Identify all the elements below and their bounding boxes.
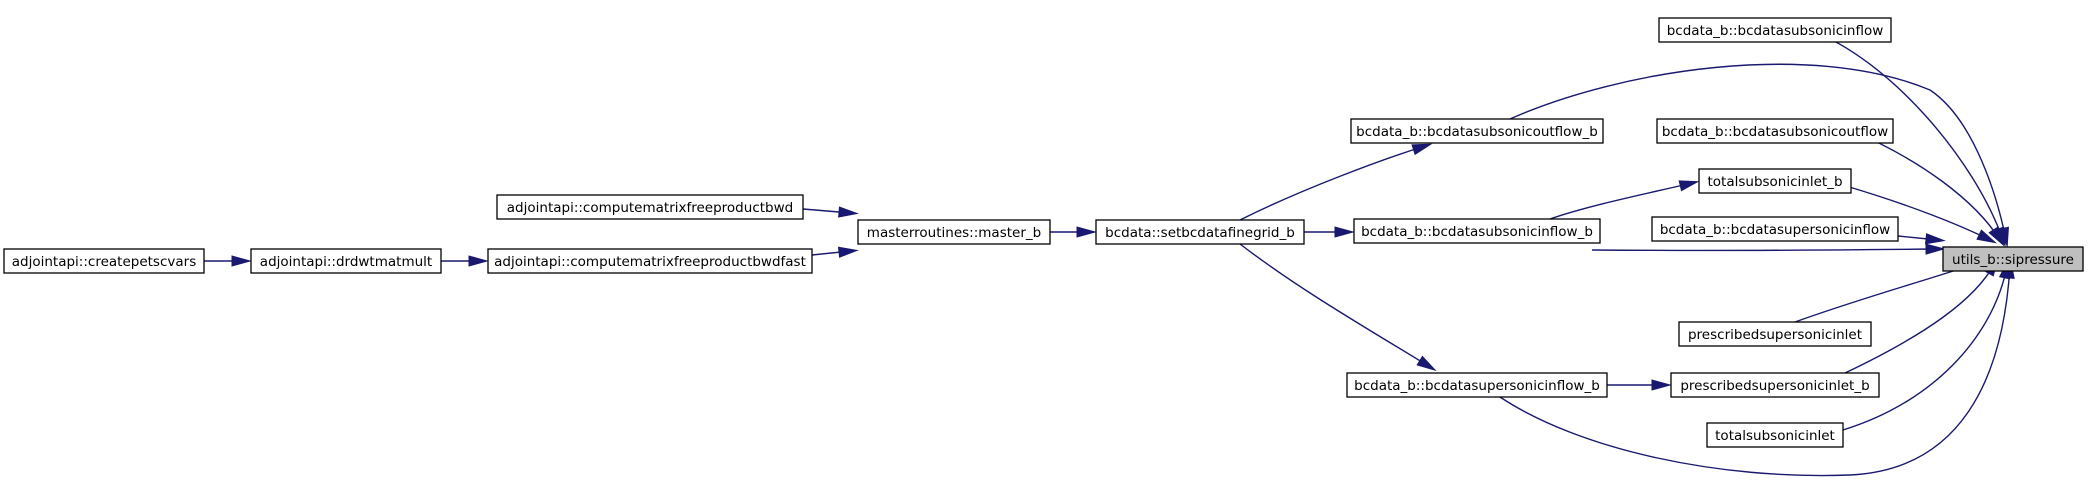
edge-setbc-to-bcd_supin_b-arrowhead <box>1416 355 1437 372</box>
edge-bcd_supin_b-to-utils_b <box>1499 265 2011 477</box>
edge-presc_b-to-utils_b <box>1844 262 1996 374</box>
node-box <box>1670 372 1880 398</box>
node-label: masterroutines::master_b <box>867 225 1041 241</box>
node-label: adjointapi::computematrixfreeproductbwdf… <box>494 254 806 270</box>
node-totsubin-b[interactable]: totalsubsonicinlet_b <box>1698 168 1852 194</box>
edge-totsubin-to-utils_b <box>1842 265 2008 431</box>
edge-setbc-to-bcd_subout_b-arrowhead <box>1411 143 1433 156</box>
node-presc[interactable]: prescribedsupersonicinlet <box>1678 321 1872 347</box>
edge-bcd_supin_b-to-presc_b-arrowhead <box>1651 379 1672 391</box>
edge-master-to-setbc-arrowhead <box>1076 226 1097 238</box>
node-label: prescribedsupersonicinlet <box>1688 327 1862 343</box>
edge-bcd_subout_b-to-utils_b-arrowhead <box>1997 226 2009 248</box>
node-box <box>1698 168 1852 194</box>
node-box <box>496 194 804 220</box>
node-totsubin[interactable]: totalsubsonicinlet <box>1706 422 1844 448</box>
node-box <box>1350 118 1604 144</box>
edge-bcd_supin-to-utils_b-arrowhead <box>1924 233 1946 245</box>
node-createpetsc[interactable]: adjointapi::createpetscvars <box>3 248 205 274</box>
node-cmfpb[interactable]: adjointapi::computematrixfreeproductbwd <box>496 194 804 220</box>
node-label: totalsubsonicinlet_b <box>1707 174 1842 190</box>
node-label: bcdata_b::bcdatasupersonicinflow_b <box>1354 378 1600 394</box>
edge-totsubin_b-to-utils_b-arrowhead <box>1976 229 1998 244</box>
edge-bcd_subin_b-to-totsubin_b <box>1549 182 1693 220</box>
node-box <box>1346 372 1608 398</box>
edge-bcd_subout_b-to-utils_b <box>1509 63 2007 241</box>
node-box <box>487 248 813 274</box>
edge-setbc-to-bcd_supin_b <box>1239 243 1431 368</box>
node-bcd-supin[interactable]: bcdata_b::bcdatasupersonicinflow <box>1651 216 1899 242</box>
edge-bcd_subout-to-utils_b-arrowhead <box>1988 226 2005 247</box>
node-label: bcdata_b::bcdatasupersonicinflow <box>1660 222 1890 238</box>
node-box <box>1942 246 2084 272</box>
node-bcd-supin-b[interactable]: bcdata_b::bcdatasupersonicinflow_b <box>1346 372 1608 398</box>
node-cmfpbf[interactable]: adjointapi::computematrixfreeproductbwdf… <box>487 248 813 274</box>
node-box <box>1658 17 1892 43</box>
node-box <box>857 219 1051 245</box>
node-box <box>1678 321 1872 347</box>
node-box <box>1353 218 1601 244</box>
node-label: bcdata_b::bcdatasubsonicoutflow <box>1662 124 1888 140</box>
node-box <box>250 248 442 274</box>
node-label: bcdata::setbcdatafinegrid_b <box>1105 225 1295 241</box>
edge-bcd_subin_b-to-utils_b <box>1591 248 1939 252</box>
node-bcd-subout[interactable]: bcdata_b::bcdatasubsonicoutflow <box>1656 118 1894 144</box>
node-box <box>1095 219 1305 245</box>
edge-setbc-to-bcd_subout_b <box>1239 145 1426 221</box>
node-drdw[interactable]: adjointapi::drdwtmatmult <box>250 248 442 274</box>
node-box <box>1656 118 1894 144</box>
edge-bcd_subin-to-utils_b <box>1809 29 2004 241</box>
edge-bcd_subin_b-to-totsubin_b-arrowhead <box>1678 180 1700 192</box>
node-box <box>3 248 205 274</box>
node-utils-b[interactable]: utils_b::sipressure <box>1942 246 2084 272</box>
node-setbc[interactable]: bcdata::setbcdatafinegrid_b <box>1095 219 1305 245</box>
node-presc-b[interactable]: prescribedsupersonicinlet_b <box>1670 372 1880 398</box>
node-bcd-subin-b[interactable]: bcdata_b::bcdatasubsonicinflow_b <box>1353 218 1601 244</box>
edge-cmfpb-to-master-arrowhead <box>838 206 859 218</box>
node-layer: utils_b::sipressure bcdata_b::bcdatasubso… <box>3 17 2084 448</box>
node-bcd-subout-b[interactable]: bcdata_b::bcdatasubsonicoutflow_b <box>1350 118 1604 144</box>
node-box <box>1706 422 1844 448</box>
edge-bcd_subin_b-to-utils_b-arrowhead <box>1925 243 1946 255</box>
node-label: prescribedsupersonicinlet_b <box>1680 378 1869 394</box>
node-label: adjointapi::drdwtmatmult <box>260 254 432 270</box>
node-label: utils_b::sipressure <box>1952 252 2074 268</box>
edge-drdw-to-cmfpbf-arrowhead <box>468 255 489 267</box>
node-label: bcdata_b::bcdatasubsonicinflow_b <box>1361 224 1593 240</box>
edge-setbc-to-bcd_subin_b-arrowhead <box>1334 226 1355 238</box>
edge-cmfpbf-to-master-arrowhead <box>837 246 859 258</box>
node-master[interactable]: masterroutines::master_b <box>857 219 1051 245</box>
node-label: bcdata_b::bcdatasubsonicoutflow_b <box>1356 124 1598 140</box>
node-box <box>1651 216 1899 242</box>
node-label: adjointapi::createpetscvars <box>12 254 196 270</box>
edge-createpetsc-to-drdw-arrowhead <box>231 255 252 267</box>
edge-layer <box>204 29 2015 477</box>
node-label: totalsubsonicinlet <box>1715 428 1835 444</box>
node-label: adjointapi::computematrixfreeproductbwd <box>507 200 793 216</box>
node-bcd-subin[interactable]: bcdata_b::bcdatasubsonicinflow <box>1658 17 1892 43</box>
node-label: bcdata_b::bcdatasubsonicinflow <box>1667 23 1884 39</box>
